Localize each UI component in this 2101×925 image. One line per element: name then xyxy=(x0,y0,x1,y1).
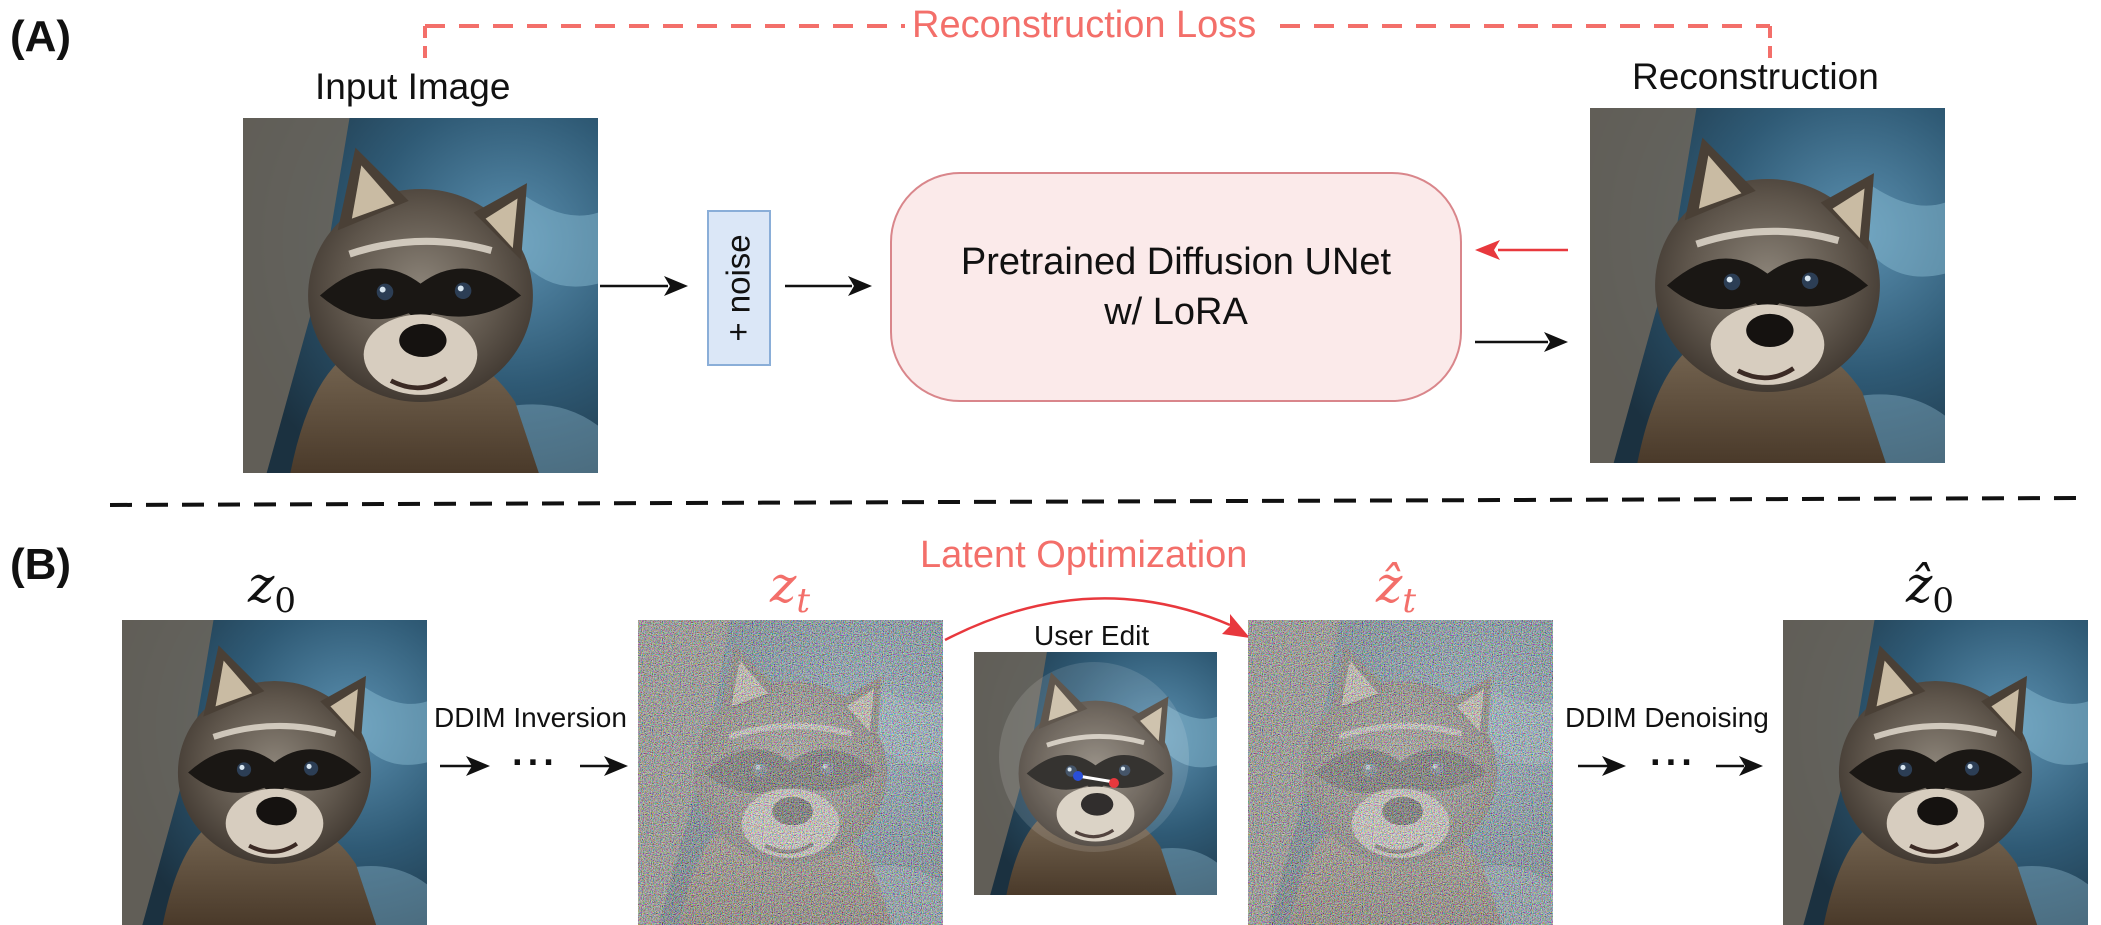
user-edit-label: User Edit xyxy=(1034,620,1150,651)
raccoon-photo xyxy=(122,620,427,925)
arrow-denoising-1 xyxy=(1578,756,1626,776)
panel-b-label: (B) xyxy=(10,540,72,589)
zt-hat-symbol: ẑt xyxy=(1376,556,1417,621)
arrow-reconstruction-feedback xyxy=(1475,240,1568,260)
denoising-ellipsis: ··· xyxy=(1650,742,1697,784)
arrow-input-to-noise xyxy=(600,276,688,296)
z0-image xyxy=(122,620,427,925)
arrow-noise-to-unet xyxy=(785,276,872,296)
noise-label: + noise xyxy=(720,234,757,342)
user-edit-image xyxy=(974,652,1217,895)
ddim-denoising-label: DDIM Denoising xyxy=(1565,702,1769,733)
panel-separator xyxy=(109,496,2081,507)
unet-title: Pretrained Diffusion UNet xyxy=(960,241,1392,283)
latent-optimization-arrow xyxy=(944,597,1250,642)
input-image xyxy=(243,118,598,473)
zt-hat-noisy-image xyxy=(1248,620,1553,925)
zt-symbol: zt xyxy=(770,556,811,621)
drag-edit-marker xyxy=(999,662,1189,852)
inversion-ellipsis: ··· xyxy=(512,742,559,784)
unet-box: Pretrained Diffusion UNet w/ LoRA xyxy=(890,172,1462,402)
noise-texture xyxy=(638,620,943,925)
raccoon-photo xyxy=(243,118,598,473)
noise-box: + noise xyxy=(707,210,771,366)
reconstruction-loss-label: Reconstruction Loss xyxy=(912,4,1257,46)
input-image-caption: Input Image xyxy=(315,66,511,107)
noise-texture xyxy=(1248,620,1553,925)
latent-optimization-label: Latent Optimization xyxy=(920,534,1248,576)
raccoon-photo xyxy=(1783,620,2088,925)
arrow-denoising-2 xyxy=(1716,756,1763,776)
z0-hat-symbol: ẑ0 xyxy=(1906,556,1954,621)
reconstruction-image xyxy=(1590,108,1945,463)
arrow-inversion-1 xyxy=(440,756,490,776)
z0-hat-image xyxy=(1783,620,2088,925)
unet-subtitle: w/ LoRA xyxy=(1104,291,1248,333)
arrow-unet-to-reconstruction xyxy=(1475,332,1568,352)
reconstruction-loss-bracket xyxy=(423,24,1772,60)
arrow-inversion-2 xyxy=(580,756,628,776)
panel-a-label: (A) xyxy=(10,12,72,61)
zt-noisy-image xyxy=(638,620,943,925)
ddim-inversion-label: DDIM Inversion xyxy=(434,702,627,733)
reconstruction-caption: Reconstruction xyxy=(1632,56,1879,97)
raccoon-photo xyxy=(1590,108,1945,463)
z0-symbol: z0 xyxy=(248,556,296,621)
